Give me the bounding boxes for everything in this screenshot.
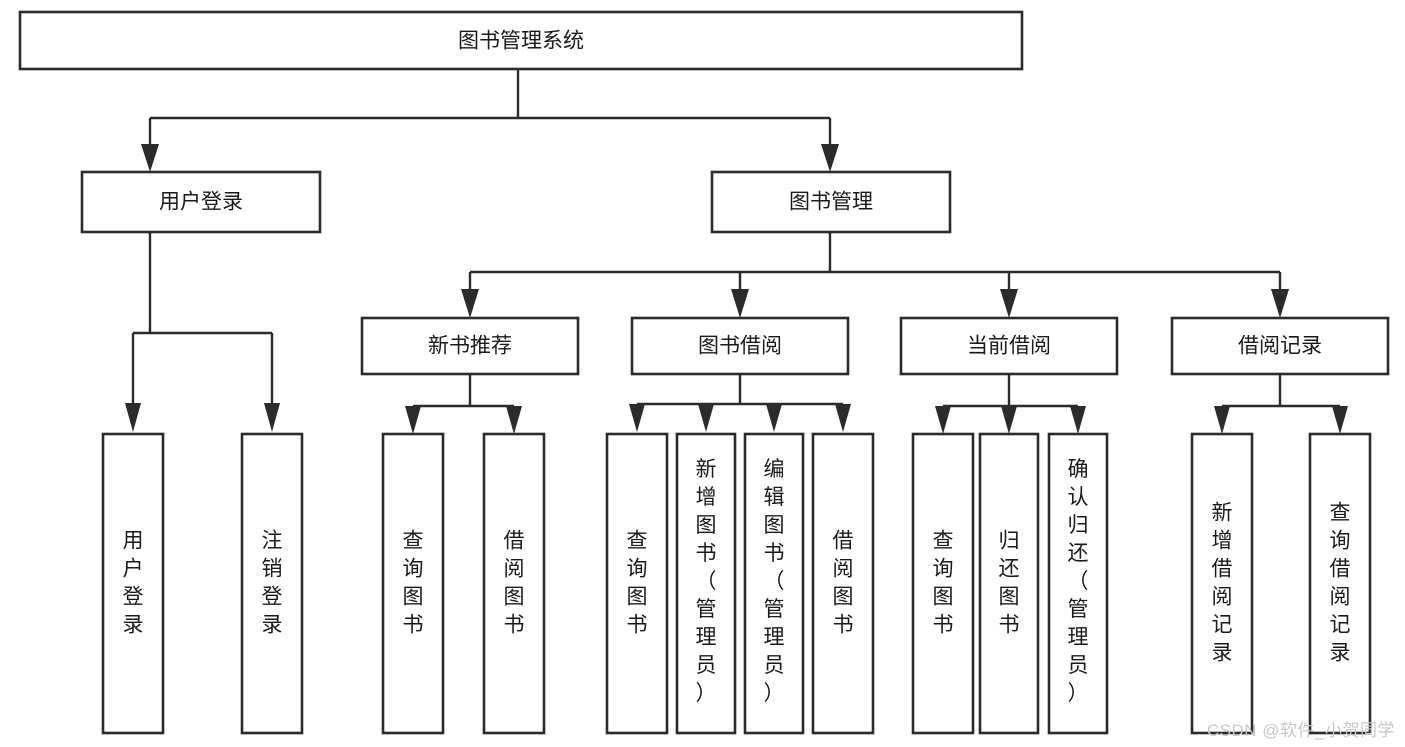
node-record-label: 借阅记录	[1238, 335, 1322, 358]
connector-group-record	[1214, 374, 1348, 434]
node-current[interactable]: 当前借阅	[899, 316, 1119, 376]
arrow-head-leaf-logout	[264, 403, 280, 432]
node-root-label: 图书管理系统	[458, 30, 584, 53]
connector-group-root	[141, 69, 839, 172]
node-leaf-query-record-box[interactable]	[1308, 432, 1372, 735]
arrow-head-login	[141, 144, 159, 172]
node-bookmgmt-label: 图书管理	[789, 191, 873, 214]
node-bookmgmt[interactable]: 图书管理	[710, 170, 952, 234]
arrow-head-leaf-query-record	[1332, 406, 1348, 434]
node-login-label: 用户登录	[159, 191, 243, 214]
node-leaf-confirm-return[interactable]: 确认归还（管理员）	[1047, 432, 1109, 735]
arrow-head-bookmgmt	[821, 144, 839, 172]
arrow-head-leaf-query-book-3	[935, 406, 951, 434]
node-leaf-add-record-box[interactable]	[1190, 432, 1254, 735]
node-root[interactable]: 图书管理系统	[18, 10, 1024, 71]
connector-group-login	[125, 232, 280, 432]
node-leaf-add-book-label: 新增图书（管理员）	[696, 458, 717, 705]
node-current-label: 当前借阅	[967, 335, 1051, 358]
connector-group-borrow	[629, 374, 851, 432]
node-leaf-add-record[interactable]: 新增借阅记录	[1190, 432, 1254, 735]
node-leaf-query-record[interactable]: 查询借阅记录	[1308, 432, 1372, 735]
node-leaf-add-book-box[interactable]	[675, 432, 737, 735]
node-leaf-query-book-1-box[interactable]	[381, 432, 445, 735]
node-leaf-borrow-book-2[interactable]: 借阅图书	[811, 432, 875, 735]
arrow-head-leaf-borrow-book-2	[835, 404, 851, 432]
arrow-head-current	[1000, 289, 1018, 318]
node-leaf-user-login-label: 用户登录	[123, 529, 144, 636]
node-leaf-user-login-box[interactable]	[101, 432, 165, 735]
node-login-box[interactable]	[80, 170, 322, 234]
node-leaf-borrow-book-2-label: 借阅图书	[833, 529, 854, 636]
node-leaf-borrow-book-1-label: 借阅图书	[504, 529, 525, 636]
node-login[interactable]: 用户登录	[80, 170, 322, 234]
node-leaf-query-book-2-box[interactable]	[605, 432, 669, 735]
node-leaf-return-book[interactable]: 归还图书	[978, 432, 1040, 735]
node-leaf-logout-label: 注销登录	[262, 529, 283, 636]
node-bookmgmt-box[interactable]	[710, 170, 952, 234]
node-leaf-borrow-book-1-box[interactable]	[482, 432, 546, 735]
csdn-watermark: CSDN @软件_小贺同学	[1206, 721, 1395, 740]
node-leaf-add-book[interactable]: 新增图书（管理员）	[675, 432, 737, 735]
arrow-head-leaf-query-book-2	[629, 404, 645, 432]
node-borrow-box[interactable]	[630, 316, 850, 376]
arrow-head-leaf-query-book-1	[405, 406, 421, 434]
arrow-head-newbook	[461, 289, 479, 318]
arrow-head-leaf-edit-book	[766, 404, 782, 432]
node-leaf-query-record-label: 查询借阅记录	[1330, 501, 1351, 664]
node-leaf-query-book-2-label: 查询图书	[627, 529, 648, 636]
node-leaf-add-record-label: 新增借阅记录	[1212, 501, 1233, 664]
arrow-head-leaf-return-book	[1001, 406, 1017, 434]
node-record-box[interactable]	[1170, 316, 1390, 376]
node-leaf-query-book-1[interactable]: 查询图书	[381, 432, 445, 735]
node-leaf-edit-book-box[interactable]	[743, 432, 805, 735]
arrow-head-leaf-user-login	[125, 403, 141, 432]
node-leaf-borrow-book-2-box[interactable]	[811, 432, 875, 735]
node-leaf-query-book-3-box[interactable]	[911, 432, 975, 735]
arrow-head-leaf-add-book	[698, 404, 714, 432]
connector-group-current	[935, 374, 1086, 434]
connector-group-bookmgmt	[461, 232, 1289, 318]
node-newbook-label: 新书推荐	[428, 335, 512, 358]
node-record[interactable]: 借阅记录	[1170, 316, 1390, 376]
arrow-head-leaf-borrow-book-1	[506, 406, 522, 434]
node-leaf-query-book-3-label: 查询图书	[933, 529, 954, 636]
node-leaf-query-book-3[interactable]: 查询图书	[911, 432, 975, 735]
node-leaf-logout[interactable]: 注销登录	[240, 432, 304, 735]
arrow-head-leaf-confirm-return	[1070, 406, 1086, 434]
node-leaf-query-book-2[interactable]: 查询图书	[605, 432, 669, 735]
connector-group-newbook	[405, 374, 522, 434]
node-leaf-return-book-box[interactable]	[978, 432, 1040, 735]
node-leaf-return-book-label: 归还图书	[999, 529, 1020, 636]
node-borrow-label: 图书借阅	[698, 335, 782, 358]
node-leaf-confirm-return-label: 确认归还（管理员）	[1068, 458, 1089, 705]
node-newbook[interactable]: 新书推荐	[360, 316, 580, 376]
node-leaf-query-book-1-label: 查询图书	[403, 529, 424, 636]
arrow-head-borrow	[731, 289, 749, 318]
arrow-head-record	[1271, 289, 1289, 318]
node-leaf-edit-book-label: 编辑图书（管理员）	[764, 458, 785, 705]
arrow-head-leaf-add-record	[1214, 406, 1230, 434]
node-leaf-logout-box[interactable]	[240, 432, 304, 735]
node-borrow[interactable]: 图书借阅	[630, 316, 850, 376]
node-newbook-box[interactable]	[360, 316, 580, 376]
node-leaf-user-login[interactable]: 用户登录	[101, 432, 165, 735]
node-leaf-borrow-book-1[interactable]: 借阅图书	[482, 432, 546, 735]
node-leaf-confirm-return-box[interactable]	[1047, 432, 1109, 735]
node-current-box[interactable]	[899, 316, 1119, 376]
node-root-box[interactable]	[18, 10, 1024, 71]
node-leaf-edit-book[interactable]: 编辑图书（管理员）	[743, 432, 805, 735]
